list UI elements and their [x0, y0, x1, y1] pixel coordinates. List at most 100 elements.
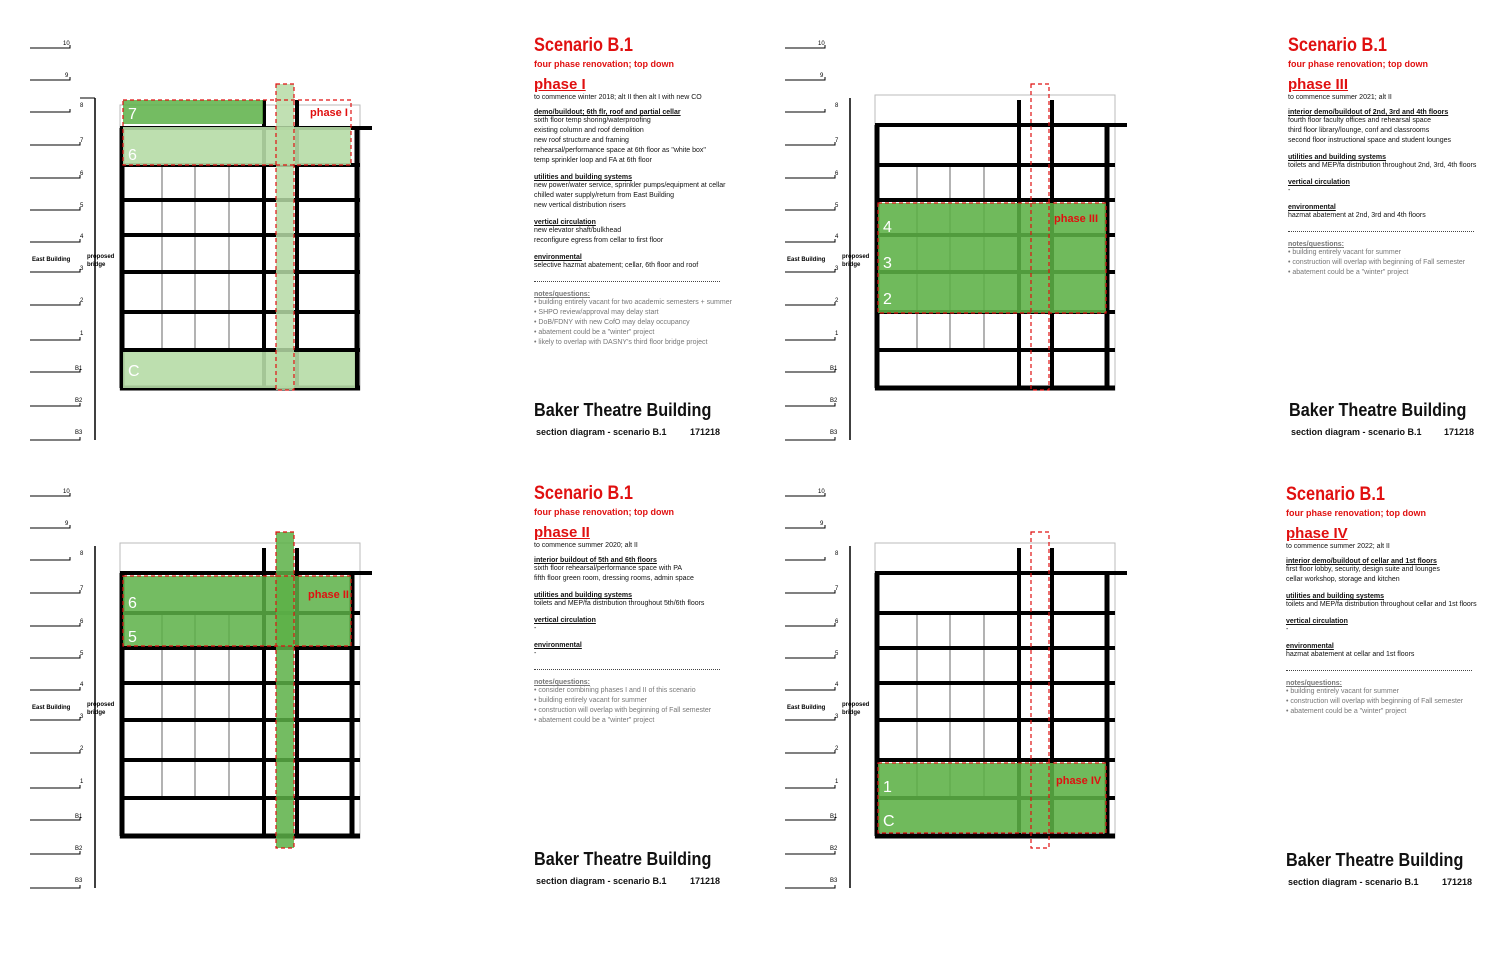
section-heading: utilities and building systems [534, 592, 633, 599]
svg-text:6: 6 [835, 619, 839, 625]
svg-text:5: 5 [835, 651, 839, 657]
east-building-section [30, 493, 96, 889]
section-line: selective hazmat abatement; cellar, 6th … [534, 262, 699, 269]
svg-text:2: 2 [835, 298, 839, 304]
section-line: third floor library/lounge, conf and cla… [1288, 127, 1430, 134]
svg-text:B2: B2 [75, 846, 83, 852]
proposed-label: proposed [842, 702, 870, 708]
east-building-label: East Building [32, 257, 71, 263]
section-heading: environmental [534, 642, 582, 649]
phase-label: phase I [310, 107, 348, 119]
zone-label: 5 [128, 629, 137, 646]
svg-text:2: 2 [80, 298, 84, 304]
section-line: reconfigure egress from cellar to first … [534, 237, 664, 244]
building-name: Baker Theatre Building [534, 849, 712, 869]
section-line: hazmat abatement at cellar and 1st floor… [1286, 651, 1415, 658]
note-item: • building entirely vacant for summer [1288, 249, 1401, 256]
scenario-title: Scenario B.1 [534, 483, 633, 504]
svg-text:6: 6 [80, 619, 84, 625]
svg-text:7: 7 [835, 138, 839, 144]
svg-text:B1: B1 [75, 814, 83, 820]
svg-text:B2: B2 [830, 398, 838, 404]
section-heading: vertical circulation [1286, 618, 1348, 625]
zone-label: 2 [883, 291, 892, 308]
proposed-label: proposed [87, 702, 115, 708]
svg-text:8: 8 [835, 103, 839, 109]
svg-text:9: 9 [820, 521, 824, 527]
section-line: second floor instructional space and stu… [1288, 137, 1452, 144]
note-item: • likely to overlap with DASNY's third f… [534, 339, 708, 346]
doc-number: 171218 [690, 427, 721, 437]
section-line: chilled water supply/return from East Bu… [534, 192, 675, 199]
section-line: new elevator shaft/bulkhead [534, 227, 622, 234]
divider [534, 669, 720, 670]
section-line: sixth floor rehearsal/performance space … [534, 565, 683, 572]
svg-text:B1: B1 [75, 366, 83, 372]
svg-text:7: 7 [80, 586, 84, 592]
section-label: section diagram - scenario B.1 [1291, 427, 1422, 437]
bridge-label: bridge [842, 262, 861, 268]
baker-building-section [119, 542, 372, 839]
proposed-label: proposed [842, 254, 870, 260]
section-line: new vertical distribution risers [534, 202, 626, 209]
section-line: fourth floor faculty offices and rehears… [1288, 117, 1432, 124]
section-line: - [1288, 187, 1291, 194]
east-building-label: East Building [32, 705, 71, 711]
east-building-label: East Building [787, 705, 826, 711]
east-building-section [785, 493, 851, 889]
phase-title: phase II [534, 524, 590, 541]
section-heading: utilities and building systems [1288, 154, 1387, 161]
note-item: • building entirely vacant for summer [534, 697, 647, 704]
note-item: • abatement could be a "winter" project [1288, 269, 1409, 276]
section-line: hazmat abatement at 2nd, 3rd and 4th flo… [1288, 212, 1426, 219]
zone-label: 4 [883, 219, 892, 236]
scenario-subtitle: four phase renovation; top down [1286, 508, 1426, 518]
svg-text:6: 6 [80, 171, 84, 177]
svg-text:9: 9 [65, 521, 69, 527]
section-heading: environmental [1286, 643, 1334, 650]
building-name: Baker Theatre Building [534, 400, 712, 420]
note-item: • abatement could be a "winter" project [1286, 708, 1407, 715]
section-heading: environmental [534, 254, 582, 261]
note-item: • abatement could be a "winter" project [534, 329, 655, 336]
scenario-title: Scenario B.1 [1288, 35, 1387, 56]
note-item: • abatement could be a "winter" project [534, 717, 655, 724]
east-building-label: East Building [787, 257, 826, 263]
phase-start: to commence winter 2018; alt II then alt… [534, 94, 702, 101]
phase-info: Scenario B.1 four phase renovation; top … [534, 483, 734, 726]
bridge-label: bridge [87, 262, 106, 268]
section-line: rehearsal/performance space at 6th floor… [534, 147, 706, 154]
east-building-section [785, 45, 851, 441]
svg-text:8: 8 [835, 551, 839, 557]
svg-text:2: 2 [835, 746, 839, 752]
note-item: • construction will overlap with beginni… [1286, 698, 1464, 705]
section-line: - [534, 625, 537, 632]
scenario-title: Scenario B.1 [1286, 484, 1385, 505]
svg-text:B3: B3 [75, 878, 83, 884]
scenario-subtitle: four phase renovation; top down [1288, 59, 1428, 69]
section-heading: environmental [1288, 204, 1336, 211]
section-heading: vertical circulation [1288, 179, 1350, 186]
divider [1286, 670, 1472, 671]
section-line: toilets and MEP/fa distribution througho… [1288, 162, 1477, 169]
notes-heading: notes/questions: [534, 291, 591, 298]
svg-text:5: 5 [80, 651, 84, 657]
svg-text:4: 4 [80, 682, 84, 688]
zone-highlights [122, 83, 355, 391]
svg-text:1: 1 [835, 779, 839, 785]
section-heading: utilities and building systems [534, 174, 633, 181]
section-label: section diagram - scenario B.1 [536, 427, 667, 437]
svg-text:3: 3 [80, 714, 84, 720]
section-line: cellar workshop, storage and kitchen [1286, 576, 1400, 583]
section-line: fifth floor green room, dressing rooms, … [534, 575, 694, 582]
svg-text:2: 2 [80, 746, 84, 752]
building-name: Baker Theatre Building [1289, 400, 1467, 420]
